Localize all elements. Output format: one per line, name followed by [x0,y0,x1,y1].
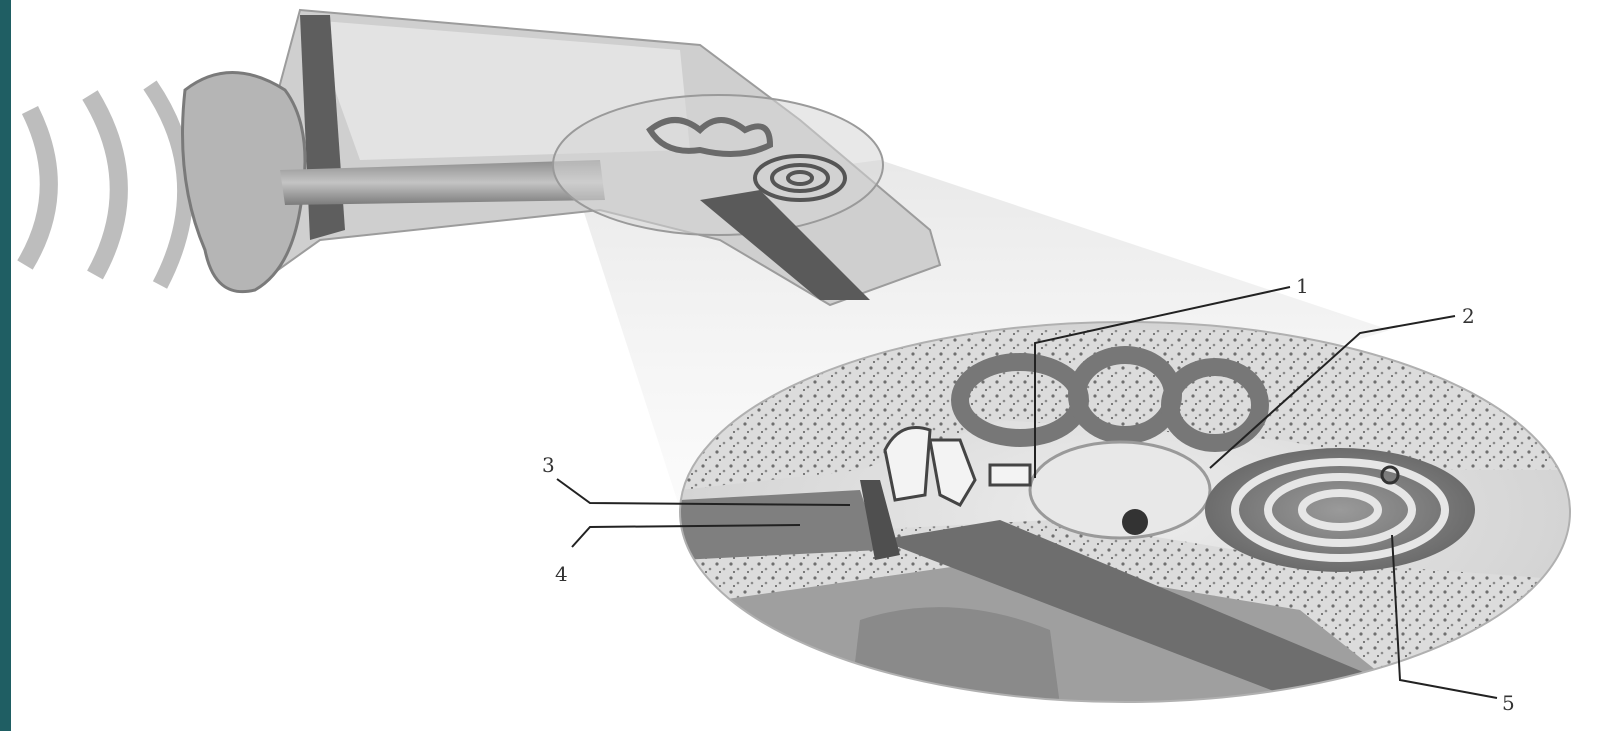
cochlea [1205,448,1475,572]
callout-label-2: 2 [1462,306,1475,326]
sound-waves [25,85,185,285]
callout-label-3: 3 [542,455,555,475]
callout-label-4: 4 [555,564,568,584]
callout-label-1: 1 [1296,276,1309,296]
callout-label-5: 5 [1502,693,1515,713]
